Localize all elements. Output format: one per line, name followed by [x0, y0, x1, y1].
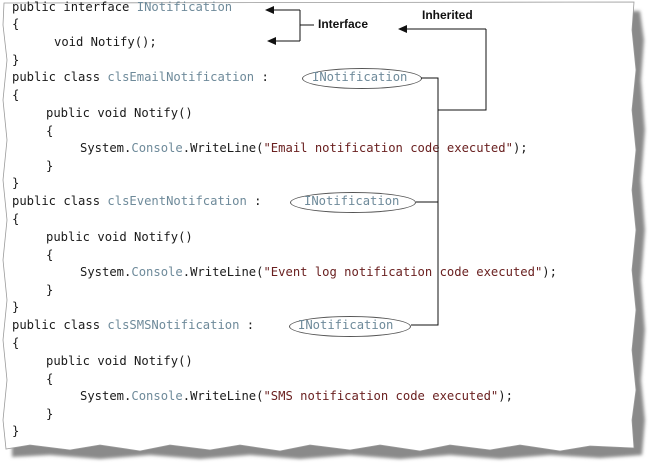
- code-line-11: }: [12, 176, 20, 190]
- code-line-3: void Notify();: [54, 35, 157, 49]
- console-type: Console: [131, 265, 183, 279]
- code-line-17: }: [46, 283, 54, 297]
- class-name-event: clsEventNotifcation: [107, 194, 247, 208]
- namespace-text: System.: [80, 141, 132, 155]
- code-line-15: {: [46, 248, 54, 262]
- code-line-9: System.Console.WriteLine("Email notifica…: [80, 141, 528, 156]
- code-line-20: {: [12, 336, 20, 350]
- code-line-16: System.Console.WriteLine("Event log noti…: [80, 265, 557, 280]
- class-name-sms: clsSMSNotification: [107, 318, 240, 332]
- class-declaration-text: public class: [12, 194, 108, 208]
- class-declaration-text: public class: [12, 70, 108, 84]
- console-type: Console: [131, 141, 183, 155]
- string-literal: "Email notification code executed": [263, 141, 513, 155]
- base-interface-sms: INotification: [298, 318, 394, 332]
- inheritance-colon: :: [239, 318, 255, 332]
- inheritance-colon: :: [254, 70, 269, 84]
- code-line-25: }: [12, 424, 20, 438]
- namespace-text: System.: [80, 265, 132, 279]
- string-literal: "Event log notification code executed": [263, 265, 543, 279]
- inheritance-colon: :: [246, 194, 262, 208]
- inherited-connector-line: [411, 29, 487, 326]
- code-line-10: }: [46, 159, 54, 173]
- code-line-22: {: [46, 372, 54, 386]
- string-literal: "SMS notification code executed": [263, 389, 499, 403]
- code-line-7: public void Notify(): [46, 106, 193, 120]
- code-line-1: public interface INotification: [12, 0, 232, 15]
- code-line-14: public void Notify(): [46, 230, 193, 244]
- code-line-6: {: [12, 88, 20, 102]
- writeline-call: .WriteLine(: [182, 141, 264, 155]
- base-interface-ellipse-event: [290, 192, 416, 213]
- writeline-call: .WriteLine(: [182, 265, 264, 279]
- code-line-13: {: [12, 212, 20, 226]
- call-close: );: [542, 265, 557, 279]
- class-declaration-text: public class: [12, 318, 108, 332]
- console-type: Console: [131, 389, 183, 403]
- interface-declaration-text: public interface: [12, 0, 137, 14]
- code-line-8: {: [46, 124, 54, 138]
- code-line-4: }: [12, 53, 20, 67]
- code-line-21: public void Notify(): [46, 354, 193, 368]
- interface-name: INotification: [136, 0, 233, 14]
- interface-annotation: Interface: [318, 17, 369, 31]
- base-interface-ellipse-sms: [289, 316, 411, 337]
- code-line-12: public class clsEventNotifcation :: [12, 194, 262, 209]
- code-line-23: System.Console.WriteLine("SMS notificati…: [80, 389, 513, 404]
- code-line-2: {: [12, 17, 20, 31]
- code-line-19: public class clsSMSNotification :: [12, 318, 254, 333]
- interface-bracket-line: [299, 10, 314, 41]
- code-line-18: }: [12, 300, 20, 314]
- base-interface-event: INotification: [304, 194, 400, 208]
- call-close: );: [512, 141, 528, 155]
- inherited-annotation: Inherited: [422, 8, 473, 22]
- class-name-email: clsEmailNotification: [107, 70, 255, 84]
- paper-sheet: [2, 1, 637, 452]
- base-interface-email: INotification: [312, 70, 408, 84]
- call-close: );: [498, 389, 513, 403]
- code-line-24: }: [46, 407, 54, 421]
- writeline-call: .WriteLine(: [182, 389, 264, 403]
- namespace-text: System.: [80, 389, 132, 403]
- code-line-5: public class clsEmailNotification :: [12, 70, 269, 85]
